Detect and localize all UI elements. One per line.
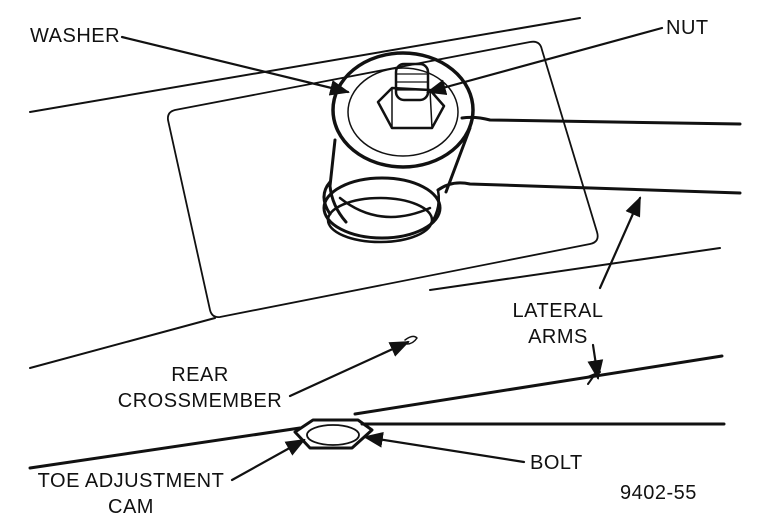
washer-label: WASHER: [30, 25, 121, 47]
toe-adjustment-cam-label-line1: TOE ADJUSTMENT: [37, 470, 225, 492]
bushing: [322, 126, 472, 244]
toe-cam-leader: [230, 438, 306, 482]
bolt-label: BOLT: [530, 452, 583, 474]
toe-adjustment-cam: [293, 418, 374, 450]
rear-crossmember-label: REAR CROSSMEMBER: [110, 364, 290, 412]
toe-adjustment-cam-label-line2: CAM: [108, 496, 154, 518]
bolt-leader: [363, 431, 526, 464]
nut: [376, 62, 446, 130]
nut-leader: [426, 26, 664, 95]
figure-number: 9402-55: [620, 482, 697, 504]
lateral-arms-leader-lower: [587, 343, 604, 380]
rear-crossmember-label-line2: CROSSMEMBER: [117, 390, 283, 412]
mounting-plate: [166, 40, 599, 319]
frame-rail: [28, 354, 726, 470]
lateral-arms: [424, 115, 742, 232]
lateral-arms-label-line1: LATERAL: [512, 300, 604, 322]
toe-adjustment-cam-label: TOE ADJUSTMENT CAM: [28, 470, 234, 518]
lateral-arms-leader-upper: [598, 196, 642, 290]
washer-leader: [120, 35, 350, 96]
lateral-arms-label-line2: ARMS: [528, 326, 588, 348]
rear-crossmember: [29, 17, 721, 369]
lateral-arms-label: LATERAL ARMS: [508, 300, 608, 348]
rear-crossmember-label-line1: REAR: [171, 364, 229, 386]
washer: [331, 51, 475, 169]
rear-crossmember-leader: [288, 340, 410, 398]
leader-lines: [120, 26, 664, 482]
nut-label: NUT: [666, 17, 709, 39]
